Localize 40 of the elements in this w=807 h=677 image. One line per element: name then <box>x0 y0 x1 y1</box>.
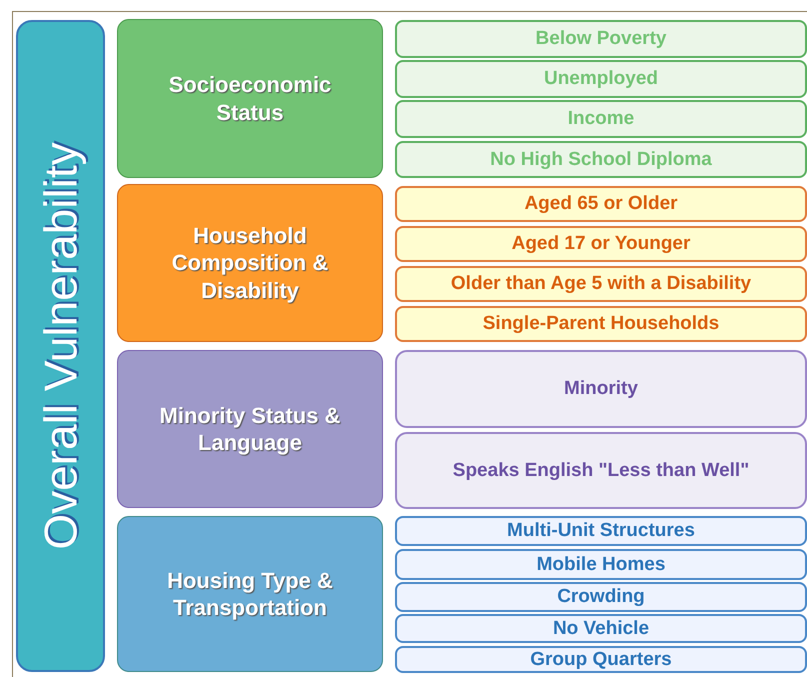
indicator-box <box>395 186 807 222</box>
indicator-label: Minority <box>563 377 639 401</box>
category-box <box>117 516 383 672</box>
indicator-box <box>395 549 807 580</box>
indicator-box <box>395 646 807 673</box>
indicator-label: Multi-Unit Structures <box>506 519 696 543</box>
indicator-label: No High School Diploma <box>489 148 713 172</box>
category-box <box>117 184 383 342</box>
indicator-box <box>395 266 807 302</box>
indicator-label: Unemployed <box>542 67 660 91</box>
indicator-box <box>395 100 807 138</box>
indicator-label: Income <box>566 107 636 131</box>
indicator-label: Group Quarters <box>529 648 673 672</box>
indicator-label: Aged 65 or Older <box>523 192 679 216</box>
indicator-box <box>395 432 807 509</box>
indicator-label: Mobile Homes <box>536 552 666 576</box>
indicator-box <box>395 582 807 612</box>
indicator-label: No Vehicle <box>552 616 650 640</box>
indicator-label: Below Poverty <box>534 27 668 51</box>
indicator-label: Single-Parent Households <box>482 312 720 336</box>
indicator-label: Speaks English "Less than Well" <box>452 458 750 482</box>
category-label: Housing Type & Transportation <box>166 566 334 622</box>
indicator-label: Aged 17 or Younger <box>510 232 692 256</box>
indicator-box <box>395 516 807 546</box>
title-text: Overall Vulnerability <box>38 142 84 550</box>
category-box <box>117 350 383 508</box>
indicator-box <box>395 226 807 262</box>
category-box <box>117 19 383 178</box>
vertical-title-bar <box>16 20 105 672</box>
indicator-box <box>395 141 807 178</box>
indicator-box <box>395 20 807 58</box>
indicator-box <box>395 60 807 98</box>
category-label: Household Composition & Disability <box>170 222 330 304</box>
indicator-box <box>395 306 807 342</box>
indicator-label: Crowding <box>556 585 646 609</box>
category-label: Socioeconomic Status <box>168 71 332 126</box>
category-label: Minority Status & Language <box>158 402 342 456</box>
indicator-box <box>395 614 807 643</box>
indicator-box <box>395 350 807 428</box>
indicator-label: Older than Age 5 with a Disability <box>450 272 752 296</box>
